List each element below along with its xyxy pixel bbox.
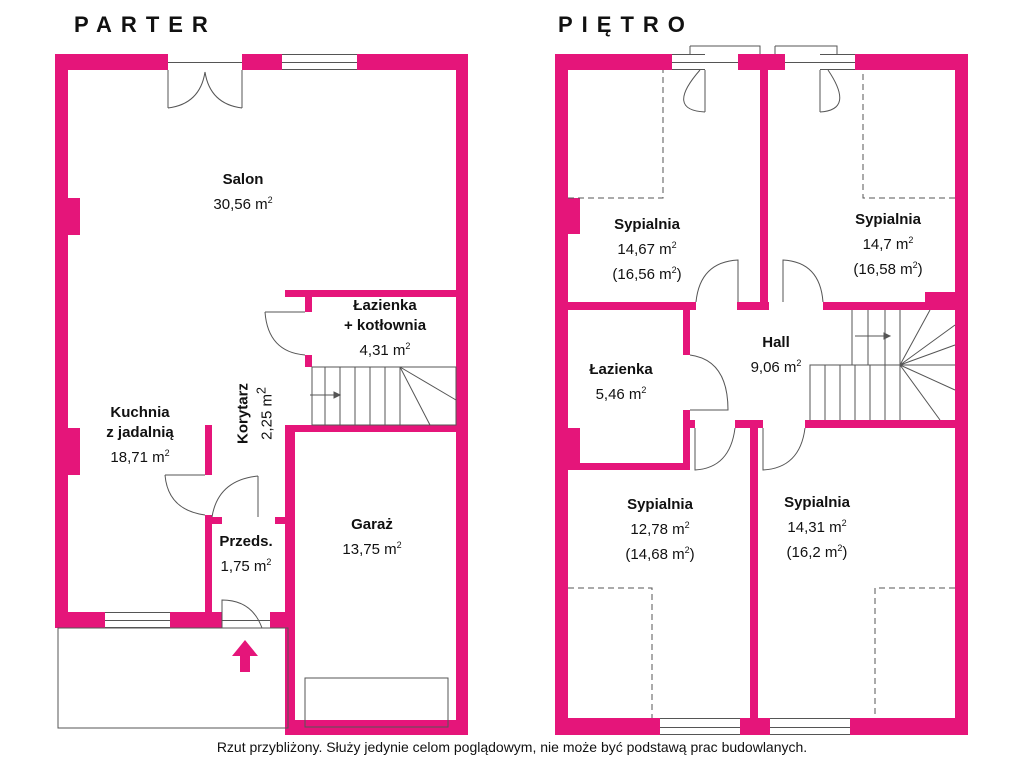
disclaimer-note: Rzut przybliżony. Służy jedynie celom po… [216,739,808,755]
window [672,54,705,70]
window [660,718,740,735]
entrance-arrow-icon [232,640,258,672]
window [282,54,357,70]
floor-title-parter: PARTER [74,12,217,37]
floor-title-pietro: PIĘTRO [558,12,694,37]
window [820,54,855,70]
room-przedsionek: Przeds.1,75 m2 [219,533,273,575]
window [770,718,850,735]
